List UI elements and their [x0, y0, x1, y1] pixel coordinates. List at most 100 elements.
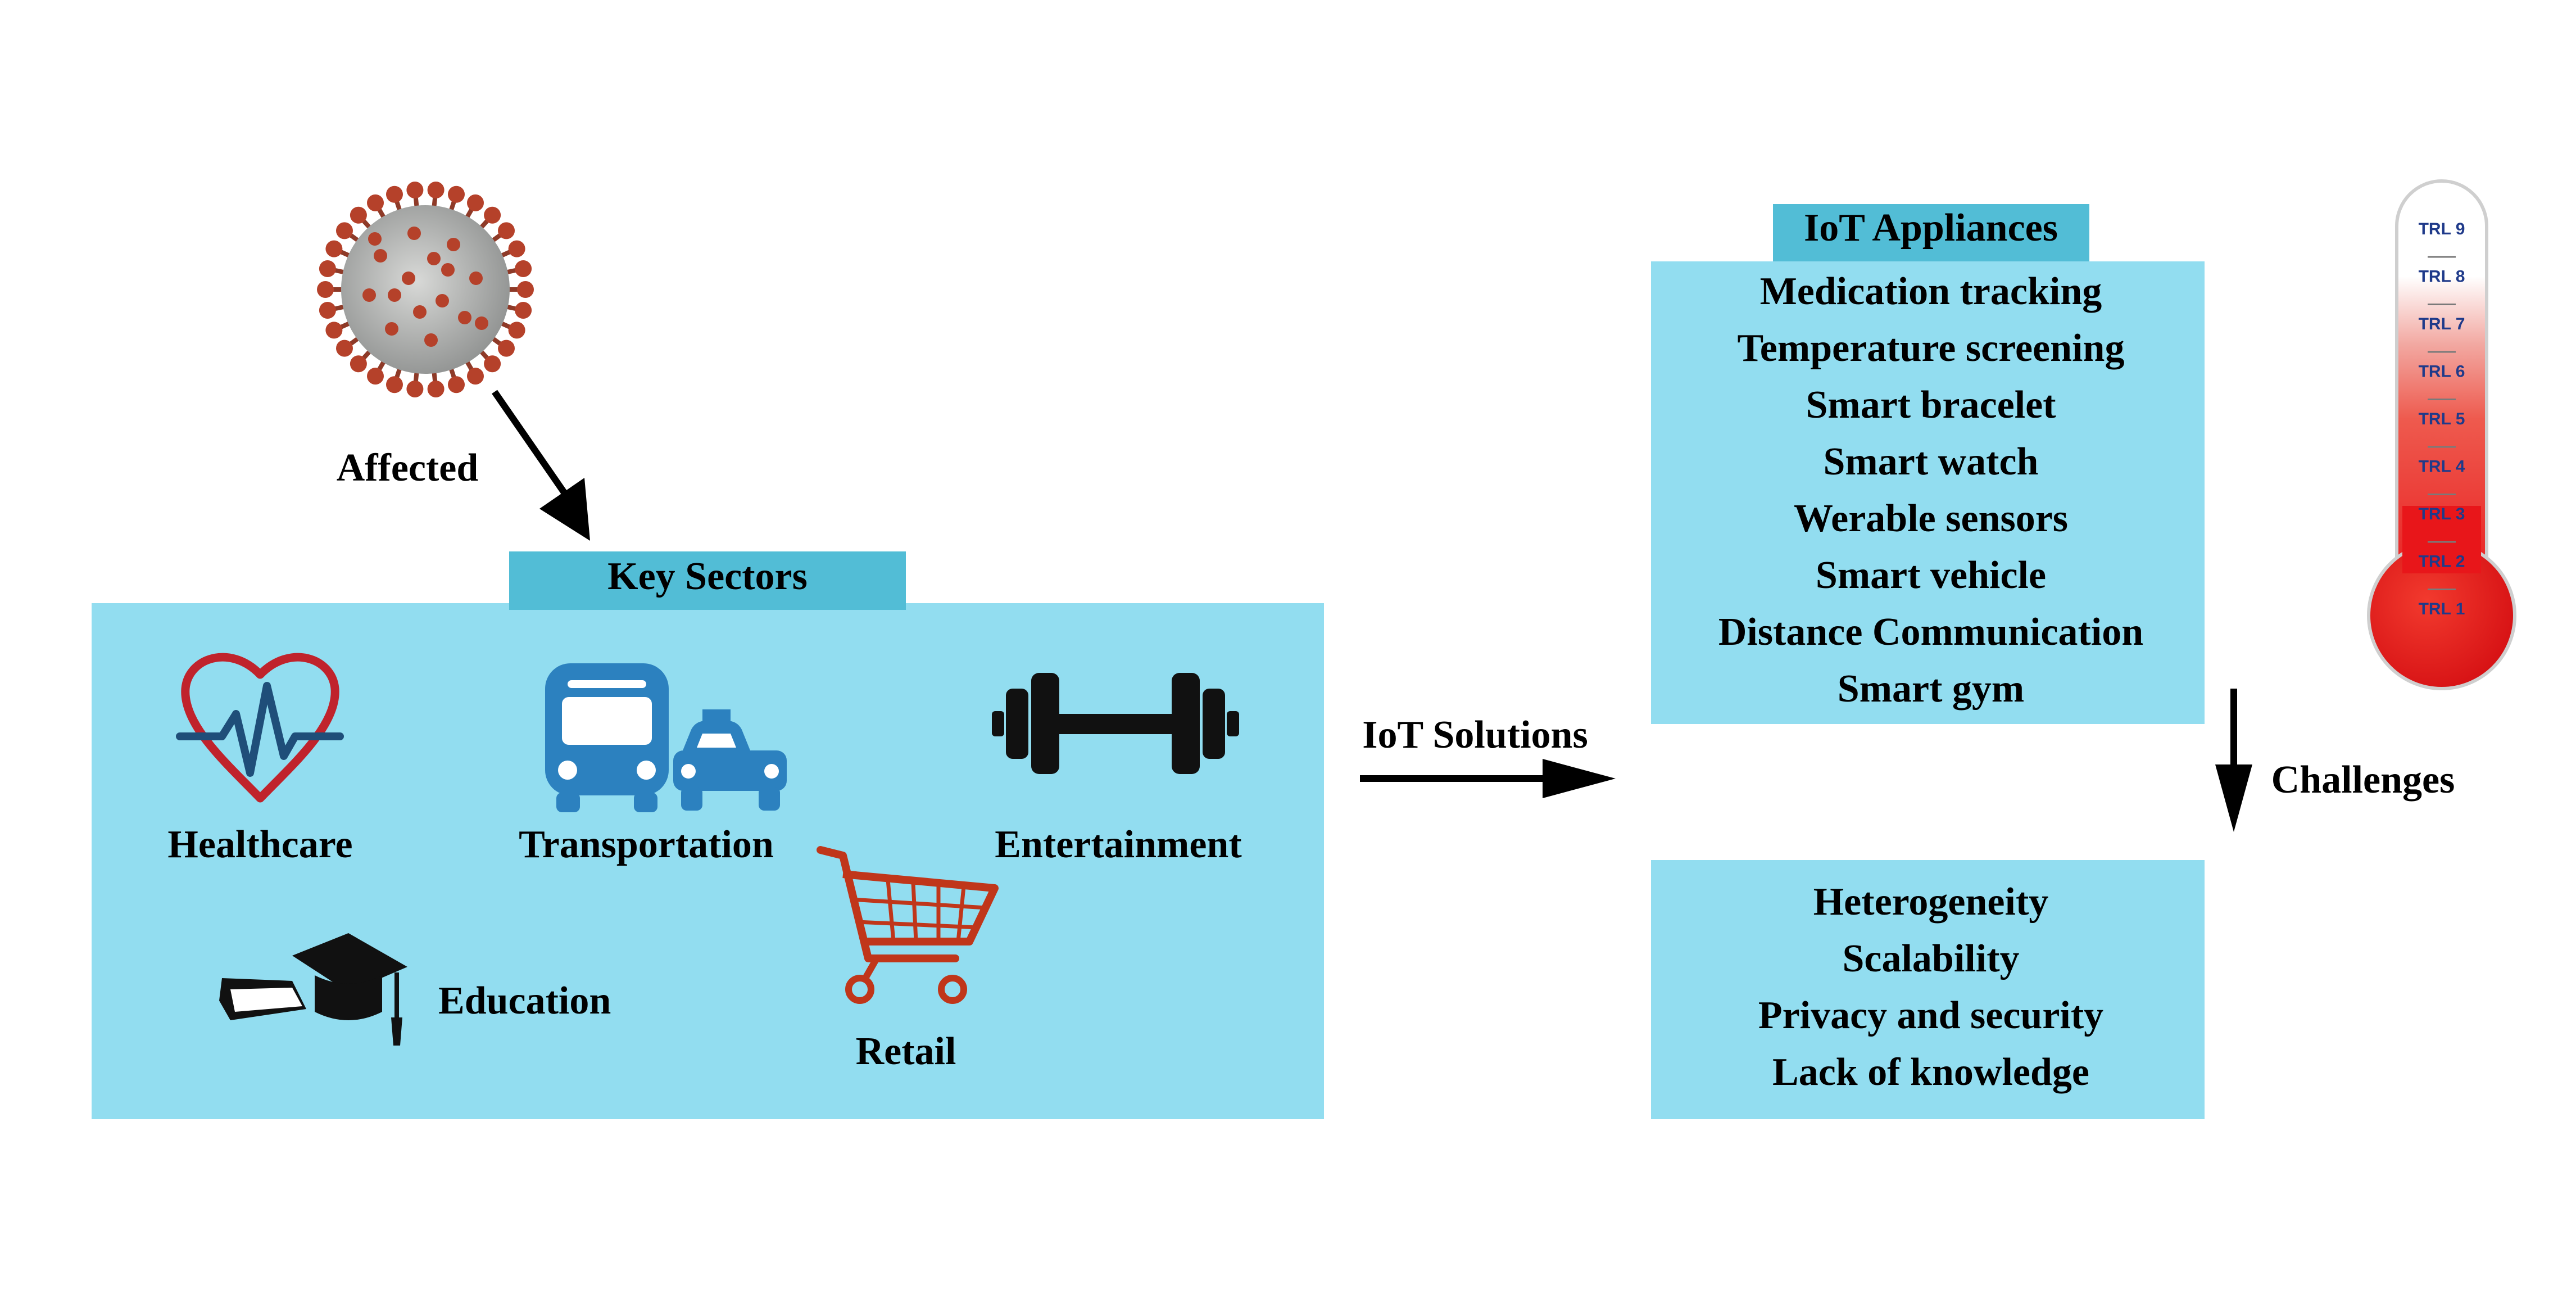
virus-spike	[508, 322, 525, 339]
virus-surface-spike	[424, 333, 438, 347]
virus-surface-spike	[407, 227, 421, 240]
appliance-item: Medication tracking	[1760, 270, 2102, 313]
virus-surface-spike	[475, 316, 488, 330]
virus-surface-spike	[385, 322, 398, 336]
virus-spike	[367, 194, 384, 211]
appliance-item: Smart gym	[1838, 667, 2024, 711]
affected-arrow	[492, 390, 590, 541]
virus-spike	[515, 302, 532, 319]
heart-pulse-icon	[176, 653, 344, 803]
shopping-cart-icon	[817, 846, 999, 1004]
sector-label-healthcare: Healthcare	[167, 823, 352, 866]
virus-spike	[325, 240, 343, 257]
virus-surface-spike	[458, 311, 471, 324]
virus-spike	[350, 355, 367, 373]
virus-spike	[319, 302, 336, 319]
virus-surface-spike	[413, 305, 427, 319]
virus-spike	[498, 222, 515, 239]
challenge-item: Scalability	[1842, 937, 2019, 980]
virus-surface-spike	[436, 294, 449, 307]
virus-spike	[467, 368, 484, 385]
trl-level-label: TRL 7	[2419, 315, 2465, 333]
virus-surface-spike	[388, 288, 401, 302]
dumbbell-icon	[992, 673, 1239, 774]
appliance-item: Smart bracelet	[1806, 383, 2056, 427]
sector-label-retail: Retail	[856, 1030, 956, 1073]
key-sectors-title: Key Sectors	[607, 555, 808, 598]
virus-spike	[498, 340, 515, 357]
virus-spike	[427, 181, 445, 198]
sector-label-transportation: Transportation	[519, 823, 774, 866]
virus-spike	[508, 240, 525, 257]
virus-surface-spike	[362, 288, 376, 302]
virus-spike	[484, 206, 501, 224]
challenges-label: Challenges	[2271, 758, 2455, 802]
trl-level-label: TRL 1	[2419, 600, 2465, 618]
virus-surface-spikes	[362, 227, 488, 347]
trl-level-label: TRL 6	[2419, 363, 2465, 381]
affected-label: Affected	[337, 446, 479, 490]
iot-appliances-panel	[1651, 261, 2205, 724]
virus-surface-spike	[374, 249, 387, 263]
virus-spike	[406, 181, 424, 198]
virus-surface-spike	[427, 252, 441, 265]
virus-surface-spike	[402, 272, 415, 285]
challenges-arrow	[2215, 689, 2252, 832]
virus-spike	[367, 368, 384, 385]
key-sectors-panel	[92, 603, 1324, 1119]
virus-spike	[515, 260, 532, 277]
virus-spike	[467, 194, 484, 211]
virus-spike	[448, 186, 465, 203]
key-sectors-header	[509, 551, 906, 610]
virus-spike	[317, 281, 334, 298]
virus-spikes	[317, 181, 534, 398]
iot-solutions-label: IoT Solutions	[1362, 713, 1588, 757]
virus-spike	[335, 340, 353, 357]
coronavirus-icon	[317, 181, 534, 398]
virus-spike	[427, 381, 445, 398]
trl-level-label: TRL 5	[2419, 410, 2465, 428]
graduation-cap-icon	[219, 933, 407, 1046]
iot-solutions-arrow	[1360, 759, 1616, 798]
virus-spike	[335, 222, 353, 239]
virus-spike	[517, 281, 534, 298]
virus-spike	[350, 206, 367, 224]
iot-appliances-header	[1773, 204, 2089, 261]
taxi-icon	[673, 709, 787, 811]
appliance-item: Smart watch	[1824, 440, 2039, 483]
bus-taxi-icon	[545, 663, 787, 812]
challenge-item: Heterogeneity	[1813, 880, 2049, 924]
virus-spike	[386, 376, 403, 393]
trl-level-scale: TRL 9 TRL 8 TRL 7 TRL 6 TRL 5 TRL 4 TRL 3 TRL 2…	[2419, 220, 2465, 618]
virus-spike	[484, 355, 501, 373]
iot-appliances-title: IoT Appliances	[1804, 206, 2058, 250]
trl-level-label: TRL 9	[2419, 220, 2465, 238]
sector-label-education: Education	[438, 979, 611, 1023]
thermometer-icon: TRL 9 TRL 8 TRL 7 TRL 6 TRL 5 TRL 4 TRL 3 TRL 2…	[2367, 179, 2516, 690]
challenges-panel	[1651, 860, 2205, 1119]
virus-surface-spike	[368, 232, 382, 246]
virus-surface-spike	[441, 263, 455, 277]
trl-level-label: TRL 3	[2419, 505, 2465, 523]
appliance-item: Distance Communication	[1718, 610, 2143, 654]
virus-body	[341, 205, 510, 374]
virus-spike	[386, 186, 403, 203]
trl-level-label: TRL 2	[2419, 553, 2465, 571]
appliance-item: Werable sensors	[1794, 497, 2068, 540]
appliance-item: Temperature screening	[1738, 327, 2125, 370]
sector-label-entertainment: Entertainment	[995, 823, 1241, 866]
virus-spike	[319, 260, 336, 277]
virus-spike	[325, 322, 343, 339]
virus-spike	[406, 381, 424, 398]
virus-spike	[448, 376, 465, 393]
trl-level-label: TRL 8	[2419, 268, 2465, 286]
trl-level-label: TRL 4	[2419, 458, 2465, 476]
challenge-item: Lack of knowledge	[1772, 1051, 2089, 1094]
challenge-item: Privacy and security	[1758, 994, 2103, 1037]
virus-surface-spike	[447, 238, 460, 251]
virus-surface-spike	[469, 272, 483, 285]
